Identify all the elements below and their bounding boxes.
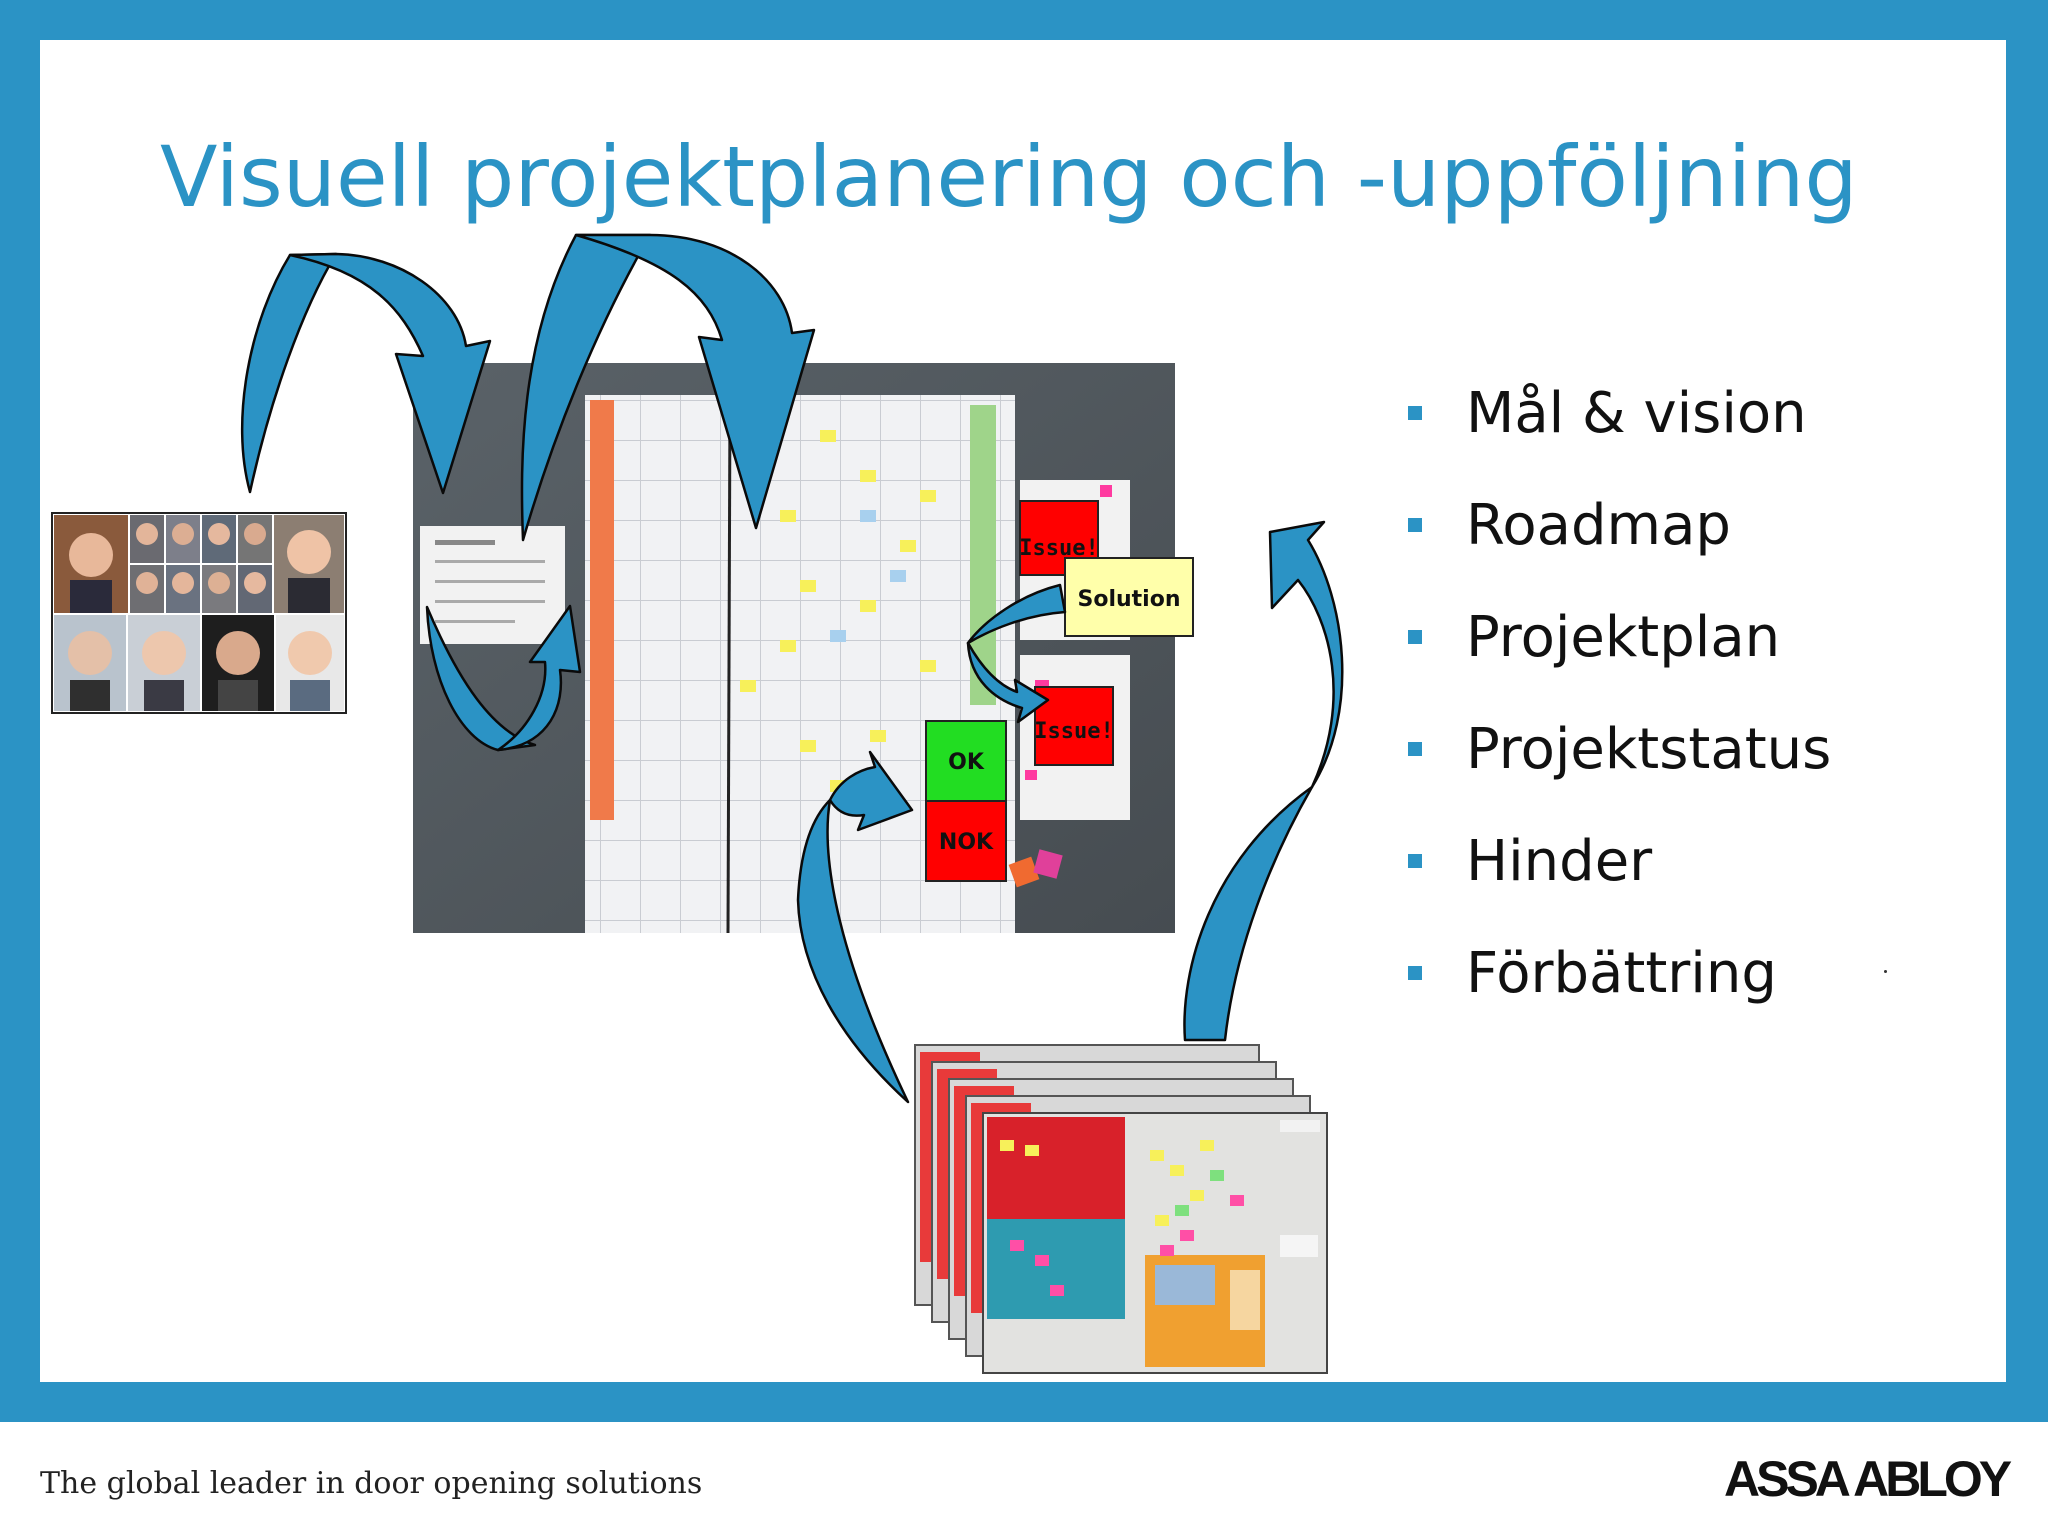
stray-dot [1884,970,1887,973]
flow-arrow-icon [966,641,1050,724]
bullet-square-icon [1408,742,1422,756]
bullet-item: Roadmap [1408,470,1831,582]
bullet-text: Förbättring [1466,941,1777,1006]
bullet-list: Mål & vision Roadmap Projektplan Projekt… [1408,358,1831,1030]
flow-arrow-icon [240,252,338,494]
bullet-text: Projektplan [1466,605,1781,670]
footer-tagline: The global leader in door opening soluti… [40,1466,703,1501]
flow-arrow-icon [828,750,914,832]
bullet-item: Mål & vision [1408,358,1831,470]
flow-arrow-icon [574,233,816,530]
flow-arrows [240,233,1344,1104]
flow-arrow-icon [796,798,910,1104]
flow-arrow-icon [496,604,582,752]
nok-label: NOK [939,830,994,855]
bullet-square-icon [1408,966,1422,980]
process-illustration: Issue! Solution Issue! OK NOK [51,233,1344,1374]
bullet-square-icon [1408,406,1422,420]
flow-arrow-icon [1183,785,1314,1042]
bullet-text: Hinder [1466,829,1653,894]
bullet-item: Projektstatus [1408,694,1831,806]
team-boards-stack [914,1044,1328,1374]
bullet-square-icon [1408,854,1422,868]
bullet-text: Roadmap [1466,493,1731,558]
bullet-item: Hinder [1408,806,1831,918]
solution-label: Solution [1078,587,1181,612]
bullet-square-icon [1408,518,1422,532]
bullet-text: Projektstatus [1466,717,1832,782]
assa-abloy-logo: ASSA ABLOY [1724,1451,2012,1507]
issue-label-1: Issue! [1019,536,1098,561]
team-photos [51,512,347,714]
slide-title: Visuell projektplanering och -uppföljnin… [160,128,1858,226]
bullet-square-icon [1408,630,1422,644]
flow-arrow-icon [1268,520,1344,789]
bullet-item: Förbättring [1408,918,1831,1030]
slide-canvas: Visuell projektplanering och -uppföljnin… [40,40,2006,1382]
bullet-item: Projektplan [1408,582,1831,694]
ok-label: OK [948,750,985,775]
flow-arrow-icon [288,252,492,495]
bullet-text: Mål & vision [1466,381,1807,446]
issue-label-2: Issue! [1034,719,1113,744]
planning-board-photo [413,363,1175,934]
